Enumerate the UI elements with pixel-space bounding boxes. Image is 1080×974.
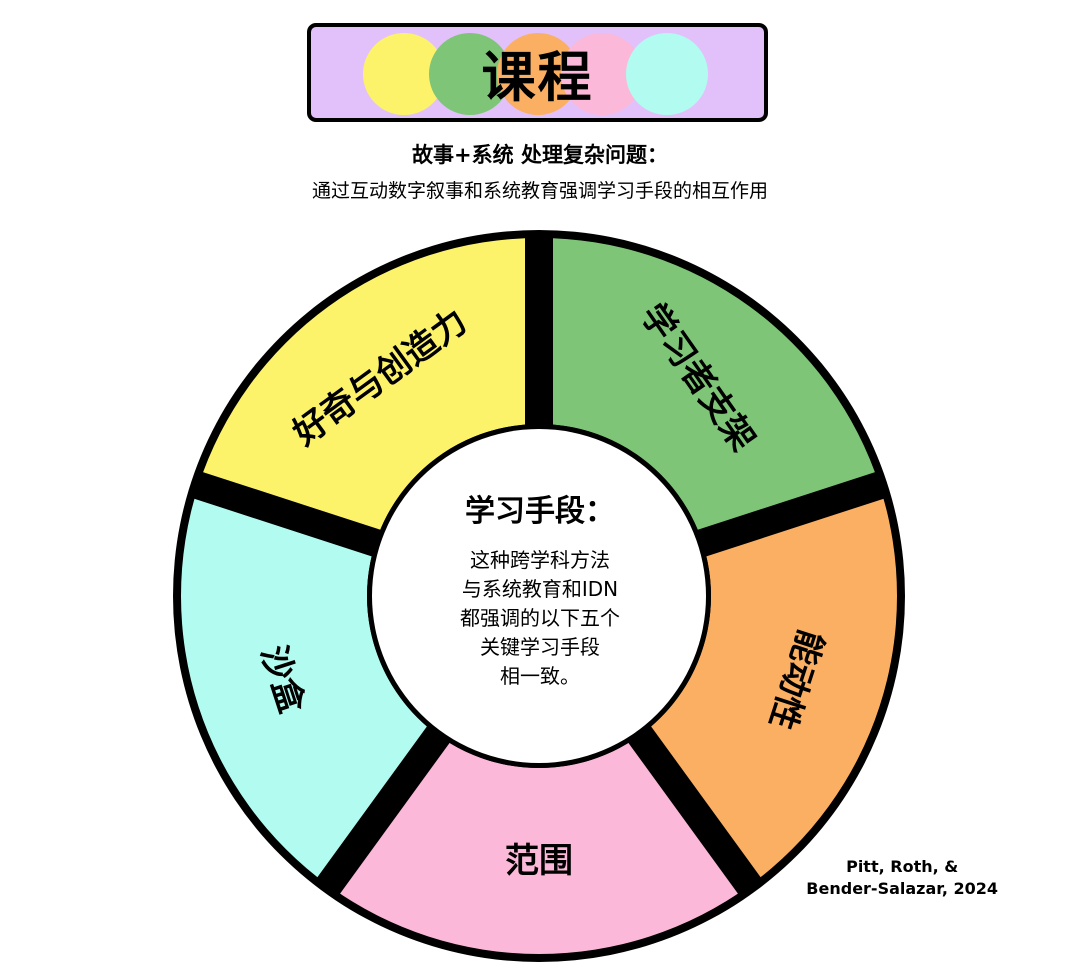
title-banner: 课程 (307, 23, 768, 122)
center-heading: 学习手段： (465, 494, 615, 529)
segment-curiosity-creativity (198, 238, 539, 543)
separator-bar (188, 470, 385, 558)
segment-agency (640, 485, 897, 886)
wheel-segments (181, 238, 897, 955)
citation-line-2: Bender-Salazar, 2024 (806, 879, 998, 898)
subtitle: 故事+系统 处理复杂问题： (412, 143, 668, 167)
separator-bar (693, 470, 890, 558)
center-line: 相一致。 (500, 664, 580, 688)
separator-bar (313, 722, 453, 899)
title-dot-cyan (626, 33, 708, 115)
center-line: 与系统教育和IDN (461, 577, 619, 601)
center-circle (372, 429, 706, 763)
center-line: 关键学习手段 (480, 635, 600, 659)
description: 通过互动数字叙事和系统教育强调学习手段的相互作用 (311, 180, 768, 202)
segment-sandbox (181, 485, 438, 886)
center-line: 都强调的以下五个 (460, 606, 620, 630)
segment-learner-scaffolding (539, 238, 880, 543)
center-line: 这种跨学科方法 (470, 548, 610, 572)
citation-line-1: Pitt, Roth, & (846, 857, 959, 876)
page-title: 课程 (481, 46, 594, 109)
separator-bar (625, 722, 765, 899)
segment-scope (328, 735, 750, 955)
wheel-separators (188, 232, 890, 899)
citation: Pitt, Roth, & Bender-Salazar, 2024 (806, 856, 998, 900)
segment-label-scope: 范围 (505, 841, 573, 881)
center-body: 这种跨学科方法 与系统教育和IDN 都强调的以下五个 关键学习手段 相一致。 (400, 546, 680, 691)
